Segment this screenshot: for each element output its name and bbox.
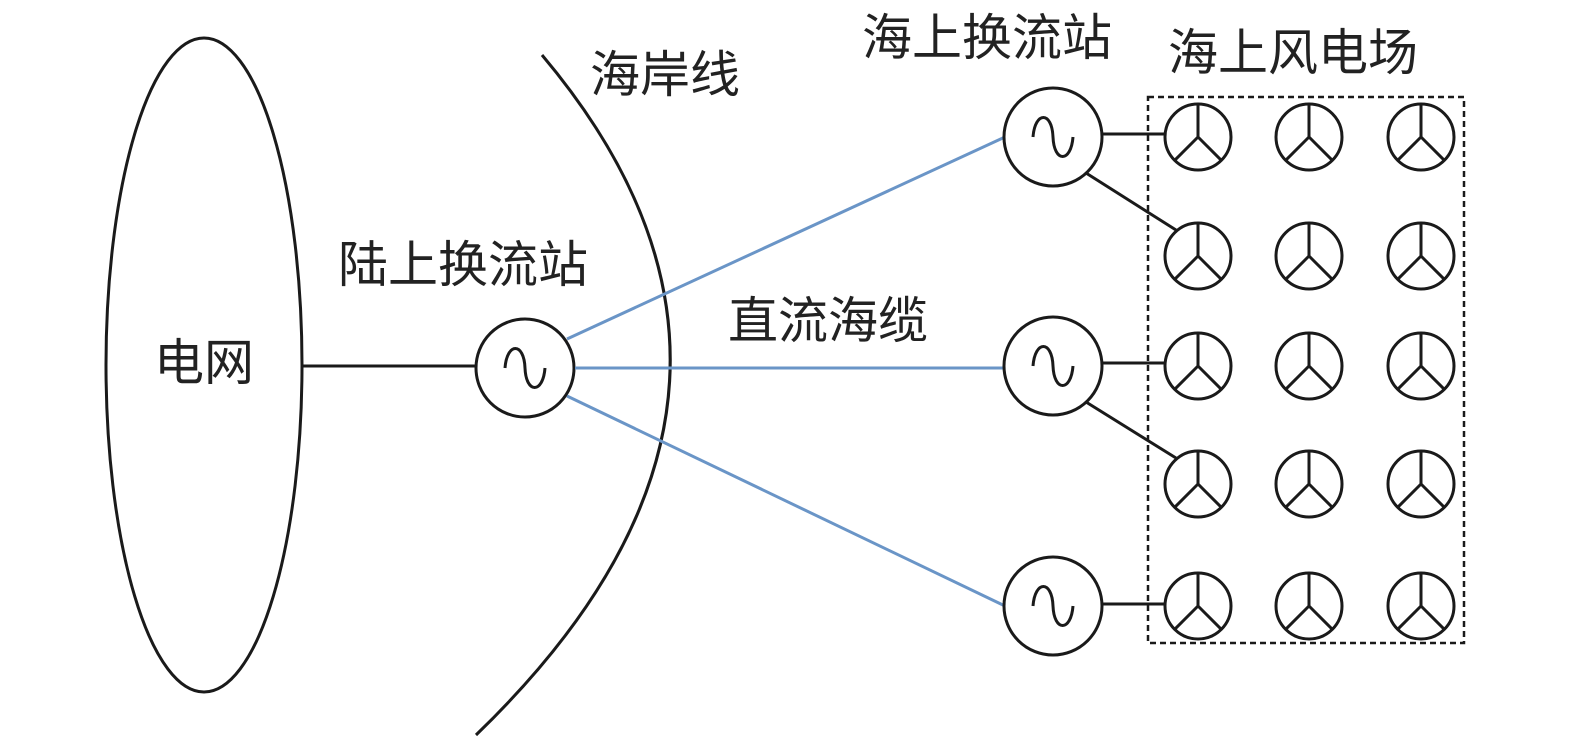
offshore-converter-station-3 bbox=[1002, 555, 1104, 657]
wind-turbine-icon bbox=[1163, 102, 1233, 172]
turbine-connectors bbox=[1085, 132, 1177, 606]
wind-farm-boundary bbox=[1146, 95, 1466, 645]
wind-turbine-icon bbox=[1163, 221, 1233, 291]
wind-turbine-icon bbox=[1386, 102, 1456, 172]
offshore-converter-circle bbox=[1002, 315, 1104, 417]
wind-turbine-icon bbox=[1163, 449, 1233, 519]
wind-turbine-grid bbox=[1163, 102, 1456, 641]
ac-source-icon bbox=[1031, 585, 1075, 627]
dc-cable-label: 直流海缆 bbox=[728, 292, 928, 350]
offshore-converter-station-2 bbox=[1002, 315, 1104, 417]
offshore-converter-circle bbox=[1002, 555, 1104, 657]
wind-turbine-icon bbox=[1386, 331, 1456, 401]
onshore-station-label: 陆上换流站 bbox=[338, 236, 588, 294]
ac-source-icon bbox=[503, 347, 547, 389]
offshore-converter-circle bbox=[1002, 86, 1104, 188]
onshore-converter-circle bbox=[474, 317, 576, 419]
offshore-converter-station-1 bbox=[1002, 86, 1104, 188]
wind-turbine-icon bbox=[1386, 449, 1456, 519]
wind-turbine-icon bbox=[1274, 449, 1344, 519]
offshore-station-label: 海上换流站 bbox=[862, 9, 1112, 67]
wind-turbine-icon bbox=[1163, 571, 1233, 641]
wind-turbine-icon bbox=[1386, 221, 1456, 291]
wind-turbine-icon bbox=[1274, 102, 1344, 172]
dc-cable-lower bbox=[566, 394, 1006, 608]
wind-farm-label: 海上风电场 bbox=[1168, 24, 1418, 82]
connector-line bbox=[1085, 171, 1177, 232]
ac-source-icon bbox=[1031, 116, 1075, 158]
dc-cable-upper bbox=[566, 135, 1006, 341]
wind-turbine-icon bbox=[1274, 331, 1344, 401]
grid-label: 电网 bbox=[154, 334, 254, 392]
wind-turbine-icon bbox=[1274, 221, 1344, 291]
coastline-curve bbox=[474, 54, 672, 737]
wind-turbine-icon bbox=[1386, 571, 1456, 641]
onshore-converter-station bbox=[474, 317, 576, 419]
connector-line bbox=[1085, 400, 1177, 460]
wind-turbine-icon bbox=[1163, 331, 1233, 401]
wind-turbine-icon bbox=[1274, 571, 1344, 641]
ac-source-icon bbox=[1031, 345, 1075, 387]
coastline-label: 海岸线 bbox=[590, 46, 740, 104]
dc-cables bbox=[566, 135, 1006, 608]
